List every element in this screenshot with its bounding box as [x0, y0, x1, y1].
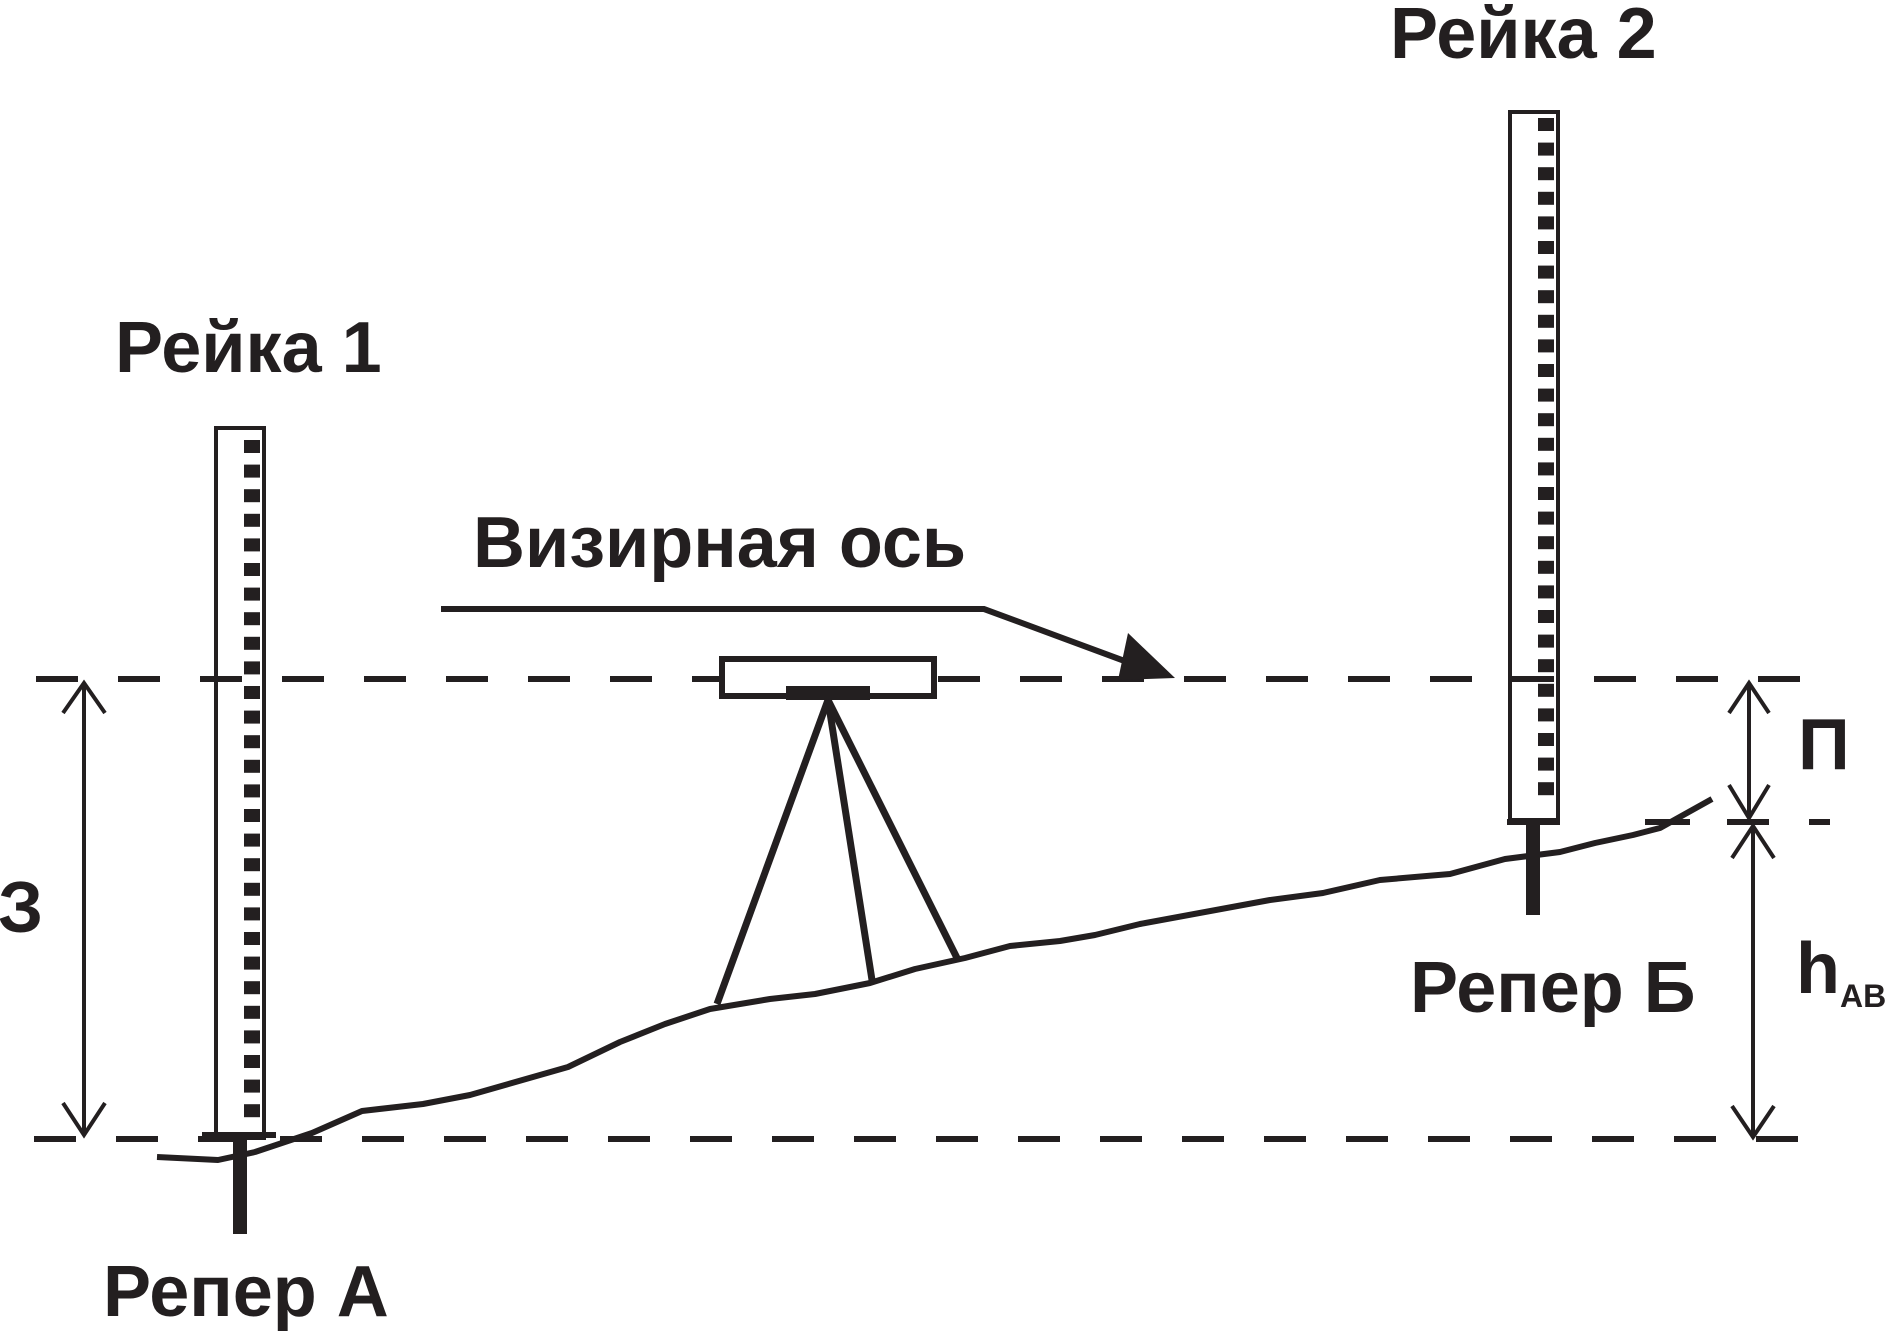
staff-2-mark-14: [1538, 462, 1554, 476]
staff-1-mark-17: [244, 858, 260, 872]
staff-2-mark-13: [1538, 437, 1554, 451]
staff-2-mark-6: [1538, 265, 1554, 279]
staff-2-mark-2: [1538, 167, 1554, 181]
staff-1-mark-22: [244, 981, 260, 995]
staff-2-mark-18: [1538, 560, 1554, 574]
tripod: [713, 698, 961, 1006]
staff-1-mark-8: [244, 636, 260, 650]
staff-1-mark-3: [244, 513, 260, 527]
staff-1-mark-19: [244, 907, 260, 921]
staff-2-mark-0: [1538, 118, 1554, 131]
benchmark-b-marker: [1507, 819, 1560, 915]
sight-axis-pointer: [441, 606, 1175, 680]
staff-2-label: Рейка 2: [1390, 0, 1657, 74]
benchmark-a-label: Репер А: [103, 1252, 389, 1332]
dimension-p-arrow: [1727, 679, 1771, 822]
staff-2-mark-12: [1538, 413, 1554, 427]
staff-1-mark-7: [244, 612, 260, 626]
staff-1-mark-21: [244, 956, 260, 970]
staff-2-mark-7: [1538, 290, 1554, 304]
staff-2-mark-22: [1538, 659, 1554, 673]
dimension-p-label: П: [1798, 705, 1850, 785]
level-instrument: [713, 656, 961, 1006]
sight-axis-arrowhead: [1118, 633, 1175, 680]
staff-2-mark-17: [1538, 536, 1554, 550]
staff-1-graduation-marks: [244, 440, 260, 1118]
staff-1-mark-26: [244, 1079, 260, 1093]
staff-2-mark-5: [1538, 241, 1554, 254]
staff-1: [214, 426, 266, 1140]
staff-2-mark-23: [1538, 683, 1554, 697]
staff-1-label: Рейка 1: [115, 308, 382, 388]
dimension-h-main: h: [1796, 929, 1840, 1009]
staff-2-mark-16: [1538, 511, 1554, 525]
benchmark-b-label: Репер Б: [1410, 948, 1696, 1028]
staff-1-mark-23: [244, 1005, 260, 1019]
staff-1-mark-5: [244, 563, 260, 576]
dimension-z-label: З: [0, 868, 43, 948]
staff-1-mark-0: [244, 440, 260, 453]
staff-1-mark-4: [244, 538, 260, 552]
staff-1-mark-1: [244, 464, 260, 478]
staff-2-mark-26: [1538, 757, 1554, 771]
dimension-h-label: hАВ: [1796, 929, 1886, 1014]
staff-1-mark-2: [244, 489, 260, 503]
staff-2-graduation-marks: [1538, 118, 1554, 796]
staff-2-mark-25: [1538, 733, 1554, 746]
staff-1-mark-25: [244, 1055, 260, 1068]
staff-1-mark-12: [244, 735, 260, 749]
staff-2-mark-20: [1538, 610, 1554, 623]
staff-1-mark-10: [244, 686, 260, 699]
dimension-h-subscript: АВ: [1840, 978, 1886, 1014]
staff-1-mark-18: [244, 882, 260, 896]
staff-2-mark-24: [1538, 708, 1554, 722]
staff-2-mark-9: [1538, 339, 1554, 353]
ground-profile: [156, 796, 1714, 1163]
staff-2-mark-15: [1538, 487, 1554, 500]
staff-2-mark-4: [1538, 216, 1554, 230]
staff-2-mark-19: [1538, 585, 1554, 599]
staff-1-mark-6: [244, 587, 260, 601]
staff-2-mark-27: [1538, 782, 1554, 796]
staff-1-mark-15: [244, 809, 260, 822]
sight-axis-label: Визирная ось: [473, 503, 966, 583]
staff-2-mark-11: [1538, 388, 1554, 402]
staff-2-mark-1: [1538, 142, 1554, 156]
staff-2-mark-3: [1538, 191, 1554, 205]
staff-1-mark-16: [244, 833, 260, 847]
staff-1-mark-24: [244, 1030, 260, 1044]
staff-1-mark-27: [244, 1104, 260, 1118]
staff-2-mark-21: [1538, 634, 1554, 648]
staff-1-mark-11: [244, 710, 260, 724]
dimension-z-arrow: [61, 679, 107, 1139]
staff-1-mark-9: [244, 661, 260, 675]
staff-2: [1508, 110, 1560, 822]
staff-1-mark-20: [244, 932, 260, 945]
staff-1-mark-13: [244, 759, 260, 773]
staff-2-mark-8: [1538, 314, 1554, 328]
dimension-h-arrow: [1730, 822, 1776, 1141]
staff-2-mark-10: [1538, 364, 1554, 377]
staff-1-mark-14: [244, 784, 260, 798]
